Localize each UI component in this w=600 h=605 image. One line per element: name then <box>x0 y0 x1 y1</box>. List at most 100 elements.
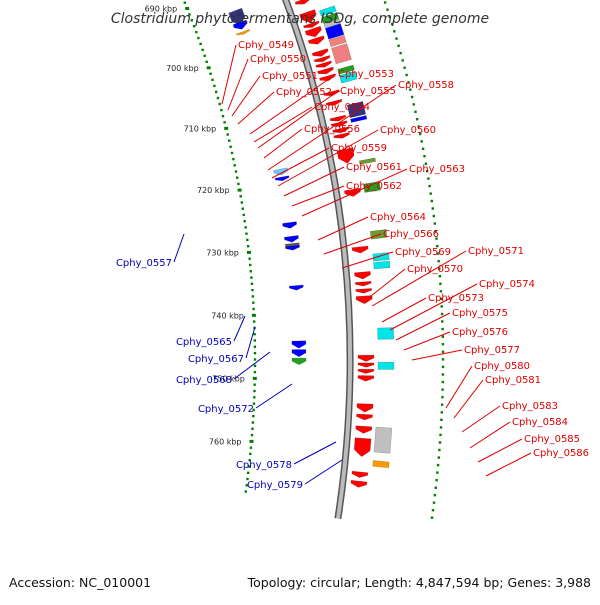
gene-label[interactable]: Cphy_0556 <box>304 124 360 135</box>
gene-feature[interactable] <box>329 114 347 122</box>
gene-feature[interactable] <box>356 413 373 421</box>
gene-feature[interactable] <box>354 280 372 287</box>
gene-feature[interactable] <box>357 375 375 382</box>
gene-feature[interactable] <box>318 5 337 17</box>
gene-feature[interactable] <box>351 470 369 478</box>
gene-feature[interactable] <box>337 64 355 75</box>
gene-feature[interactable] <box>351 245 369 254</box>
gene-feature[interactable] <box>331 43 352 65</box>
gene-feature[interactable] <box>353 437 372 457</box>
gene-label[interactable]: Cphy_0563 <box>409 164 465 175</box>
gene-feature[interactable] <box>373 260 391 270</box>
gene-feature[interactable] <box>346 101 367 119</box>
gene-feature[interactable] <box>291 340 307 349</box>
gene-label[interactable]: Cphy_0568 <box>176 375 232 386</box>
gene-label[interactable]: Cphy_0583 <box>502 401 558 412</box>
gene-label[interactable]: Cphy_0567 <box>188 354 244 365</box>
gene-label[interactable]: Cphy_0585 <box>524 434 580 445</box>
gene-feature[interactable] <box>304 25 322 38</box>
gene-label[interactable]: Cphy_0554 <box>314 102 370 113</box>
gene-feature[interactable] <box>372 460 390 469</box>
gene-feature[interactable] <box>319 73 336 82</box>
gene-feature[interactable] <box>354 271 371 280</box>
gene-feature[interactable] <box>355 425 373 434</box>
gene-feature[interactable] <box>299 9 317 24</box>
gene-label[interactable]: Cphy_0551 <box>262 71 318 82</box>
gene-feature[interactable] <box>282 221 298 229</box>
gene-label[interactable]: Cphy_0549 <box>238 40 294 51</box>
gene-label[interactable]: Cphy_0572 <box>198 404 254 415</box>
gene-label[interactable]: Cphy_0564 <box>370 212 426 223</box>
gene-feature[interactable] <box>350 115 368 123</box>
gene-feature[interactable] <box>291 349 307 358</box>
gene-label[interactable]: Cphy_0559 <box>331 143 387 154</box>
gene-feature[interactable] <box>355 295 373 305</box>
gene-feature[interactable] <box>303 20 320 29</box>
gene-feature[interactable] <box>377 327 395 340</box>
gene-label[interactable]: Cphy_0569 <box>395 247 451 258</box>
gene-feature[interactable] <box>307 35 325 45</box>
gene-label[interactable]: Cphy_0553 <box>338 69 394 80</box>
gene-feature[interactable] <box>323 89 340 97</box>
gene-label[interactable]: Cphy_0574 <box>479 279 535 290</box>
gene-feature[interactable] <box>363 181 381 193</box>
gene-feature[interactable] <box>325 98 343 106</box>
gene-feature[interactable] <box>358 157 377 165</box>
gene-label[interactable]: Cphy_0561 <box>346 162 402 173</box>
gene-label[interactable]: Cphy_0571 <box>468 246 524 257</box>
gene-label[interactable]: Cphy_0573 <box>428 293 484 304</box>
gene-label[interactable]: Cphy_0577 <box>464 345 520 356</box>
gene-feature[interactable] <box>235 29 251 36</box>
gene-label[interactable]: Cphy_0550 <box>250 54 306 65</box>
gene-feature[interactable] <box>228 7 246 26</box>
gene-label[interactable]: Cphy_0576 <box>452 327 508 338</box>
gene-label[interactable]: Cphy_0581 <box>485 375 541 386</box>
callout-line <box>301 168 408 217</box>
gene-feature[interactable] <box>332 126 349 134</box>
gene-feature[interactable] <box>357 368 375 374</box>
gene-feature[interactable] <box>357 362 375 368</box>
gene-feature[interactable] <box>274 175 290 182</box>
gene-feature[interactable] <box>377 361 395 370</box>
gene-feature[interactable] <box>311 48 329 57</box>
gene-feature[interactable] <box>315 60 332 68</box>
gene-label[interactable]: Cphy_0555 <box>340 86 396 97</box>
gene-feature[interactable] <box>288 284 304 291</box>
gene-feature[interactable] <box>283 235 299 243</box>
gene-feature[interactable] <box>324 23 345 40</box>
gene-feature[interactable] <box>313 55 331 63</box>
gene-label[interactable]: Cphy_0584 <box>512 417 568 428</box>
gene-feature[interactable] <box>285 244 300 251</box>
gene-feature[interactable] <box>232 19 248 30</box>
gene-label[interactable]: Cphy_0562 <box>346 181 402 192</box>
gene-feature[interactable] <box>343 187 361 197</box>
gene-feature[interactable] <box>357 354 375 362</box>
gene-feature[interactable] <box>294 0 311 5</box>
gene-label[interactable]: Cphy_0580 <box>474 361 530 372</box>
gene-feature[interactable] <box>273 167 289 176</box>
gene-label[interactable]: Cphy_0586 <box>533 448 589 459</box>
gene-feature[interactable] <box>350 479 368 488</box>
gene-feature[interactable] <box>321 12 340 25</box>
gene-label[interactable]: Cphy_0579 <box>247 480 303 491</box>
gene-feature[interactable] <box>333 132 351 139</box>
gene-label[interactable]: Cphy_0575 <box>452 308 508 319</box>
gene-feature[interactable] <box>373 426 393 454</box>
gene-feature[interactable] <box>323 18 341 29</box>
gene-label[interactable]: Cphy_0558 <box>398 80 454 91</box>
gene-feature[interactable] <box>336 147 355 164</box>
gene-label[interactable]: Cphy_0552 <box>276 87 332 98</box>
gene-label[interactable]: Cphy_0565 <box>176 337 232 348</box>
gene-label[interactable]: Cphy_0578 <box>236 460 292 471</box>
gene-label[interactable]: Cphy_0557 <box>116 258 172 269</box>
gene-label[interactable]: Cphy_0566 <box>383 229 439 240</box>
gene-feature[interactable] <box>317 66 334 75</box>
gene-feature[interactable] <box>291 357 307 366</box>
gene-feature[interactable] <box>339 70 358 84</box>
gene-feature[interactable] <box>355 288 373 294</box>
gene-label[interactable]: Cphy_0560 <box>380 125 436 136</box>
gene-feature[interactable] <box>328 34 347 48</box>
gene-feature[interactable] <box>356 403 374 413</box>
